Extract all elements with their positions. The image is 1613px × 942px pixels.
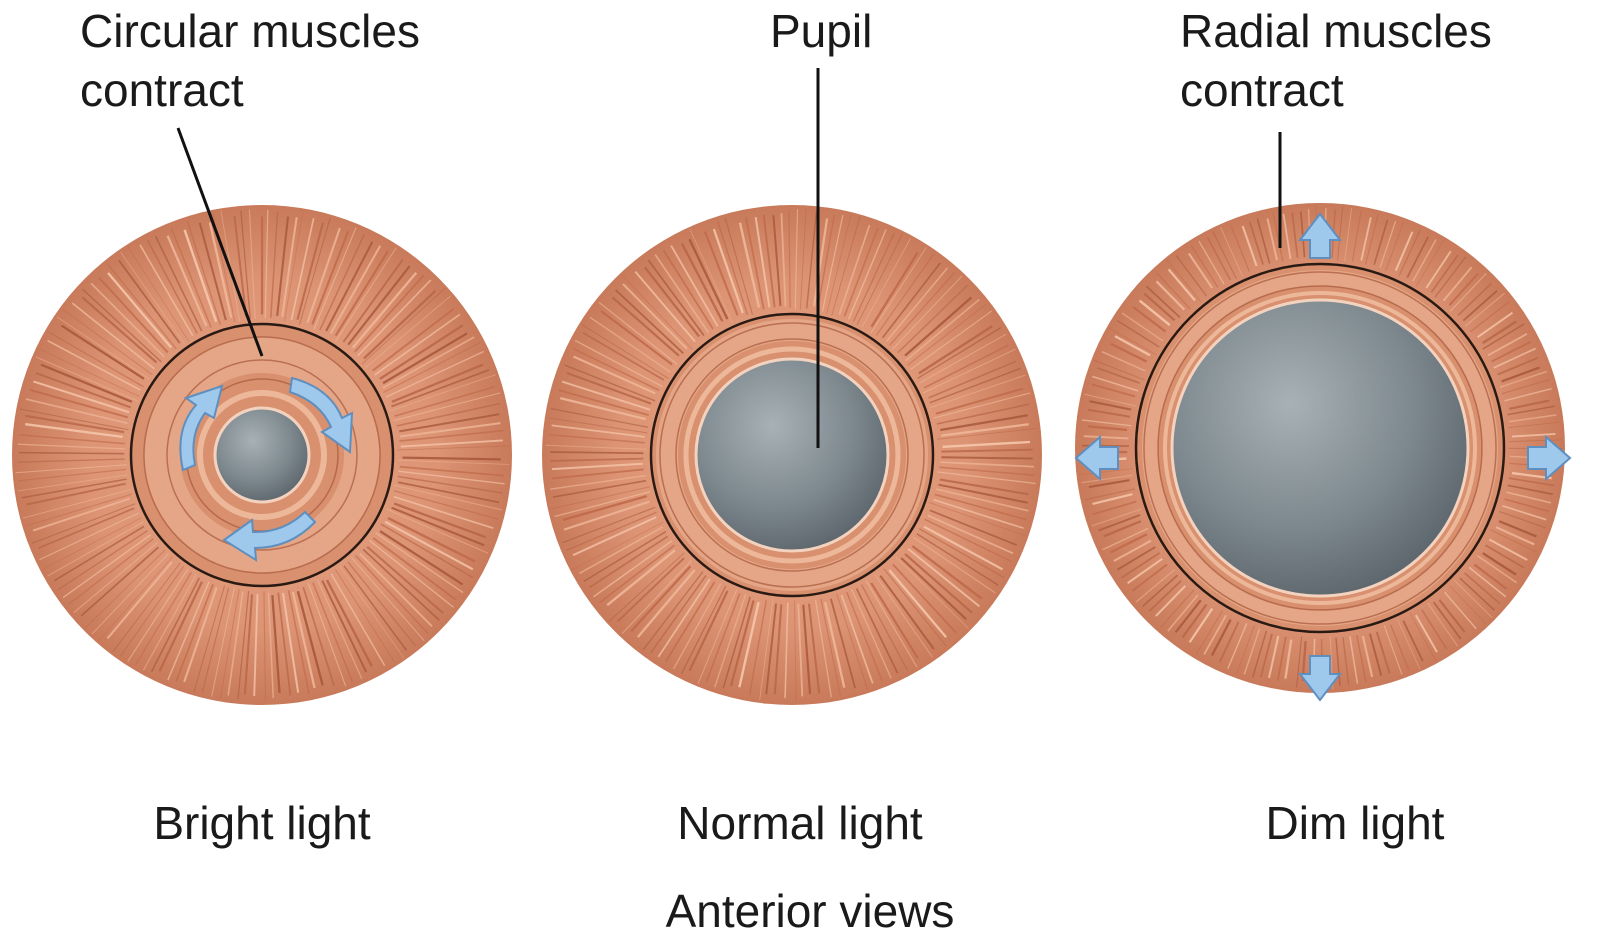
footer-anterior-views: Anterior views bbox=[600, 882, 1020, 941]
label-radial-line2: contract bbox=[1180, 61, 1492, 120]
label-circular-line2: contract bbox=[80, 61, 420, 120]
label-radial-line1: Radial muscles bbox=[1180, 2, 1492, 61]
iris-bright-light bbox=[12, 205, 512, 705]
caption-normal-light: Normal light bbox=[650, 794, 950, 853]
label-pupil: Pupil bbox=[770, 2, 872, 61]
iris-dim-light bbox=[1075, 203, 1570, 700]
caption-bright-light: Bright light bbox=[112, 794, 412, 853]
muscle-fiber bbox=[19, 453, 124, 454]
pupil-small bbox=[215, 408, 309, 502]
iris-normal-light bbox=[542, 205, 1042, 705]
label-radial-muscles: Radial muscles contract bbox=[1180, 2, 1492, 120]
pupil-large bbox=[1172, 300, 1468, 596]
pupil-medium bbox=[696, 359, 888, 551]
muscle-fiber bbox=[941, 457, 1032, 458]
label-circular-muscles: Circular muscles contract bbox=[80, 2, 420, 120]
caption-dim-light: Dim light bbox=[1205, 794, 1505, 853]
muscle-fiber bbox=[550, 452, 643, 453]
label-circular-line1: Circular muscles bbox=[80, 2, 420, 61]
